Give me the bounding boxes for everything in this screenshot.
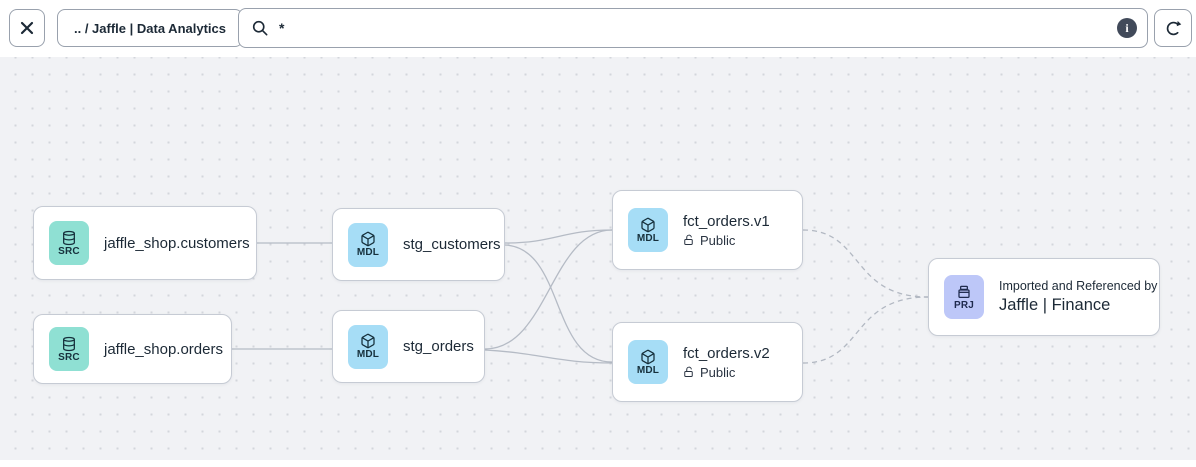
- project-title: Jaffle | Finance: [999, 296, 1111, 314]
- close-icon: [20, 21, 34, 35]
- info-icon[interactable]: i: [1117, 18, 1137, 38]
- search-box[interactable]: i: [238, 8, 1148, 48]
- breadcrumb[interactable]: .. / Jaffle | Data Analytics: [57, 9, 243, 47]
- access-row: Public: [683, 365, 770, 380]
- project-badge: PRJ: [944, 275, 984, 319]
- access-label: Public: [700, 232, 736, 248]
- node-jaffle-finance-project[interactable]: PRJ Imported and Referenced by Jaffle | …: [928, 258, 1160, 336]
- archive-box-icon: [958, 285, 970, 298]
- source-badge: SRC: [49, 327, 89, 371]
- model-badge: MDL: [348, 222, 388, 267]
- lock-open-icon: [684, 234, 693, 245]
- node-fct-orders-v2[interactable]: MDL fct_orders.v2 Public: [612, 322, 803, 402]
- cube-icon: [641, 217, 655, 232]
- badge-label: MDL: [636, 232, 660, 244]
- node-title: fct_orders.v2: [683, 344, 770, 362]
- cube-icon: [641, 349, 655, 364]
- node-stg-orders[interactable]: MDL stg_orders: [332, 310, 485, 383]
- database-icon: [63, 230, 75, 245]
- node-title: stg_customers: [403, 236, 501, 253]
- breadcrumb-label: .. / Jaffle | Data Analytics: [74, 20, 226, 36]
- model-badge: MDL: [348, 324, 388, 369]
- database-icon: [63, 336, 75, 351]
- info-glyph: i: [1125, 20, 1129, 35]
- node-jaffle-shop-orders[interactable]: SRC jaffle_shop.orders: [33, 314, 232, 384]
- close-button[interactable]: [9, 9, 45, 47]
- node-stg-customers[interactable]: MDL stg_customers: [332, 208, 505, 281]
- node-title: stg_orders: [403, 338, 474, 355]
- lock-open-icon: [684, 366, 693, 377]
- model-badge: MDL: [628, 340, 668, 384]
- cube-icon: [361, 333, 375, 349]
- node-title: fct_orders.v1: [683, 212, 770, 230]
- badge-label: MDL: [356, 247, 380, 258]
- search-input[interactable]: [279, 20, 1117, 36]
- model-badge: MDL: [628, 208, 668, 252]
- project-subtitle: Imported and Referenced by: [999, 279, 1158, 293]
- badge-label: MDL: [356, 349, 380, 360]
- refresh-button[interactable]: [1154, 9, 1192, 47]
- source-badge: SRC: [49, 221, 89, 265]
- node-jaffle-shop-customers[interactable]: SRC jaffle_shop.customers: [33, 206, 257, 280]
- access-label: Public: [700, 364, 736, 380]
- toolbar: .. / Jaffle | Data Analytics i: [0, 0, 1196, 57]
- badge-label: SRC: [58, 351, 80, 363]
- node-title: jaffle_shop.customers: [104, 234, 250, 252]
- search-icon: [252, 20, 268, 36]
- node-fct-orders-v1[interactable]: MDL fct_orders.v1 Public: [612, 190, 803, 270]
- cube-icon: [361, 231, 375, 247]
- badge-label: SRC: [58, 245, 80, 257]
- badge-label: PRJ: [953, 299, 975, 311]
- node-title: jaffle_shop.orders: [104, 340, 223, 358]
- refresh-icon: [1166, 20, 1181, 35]
- badge-label: MDL: [636, 364, 660, 376]
- access-row: Public: [683, 233, 770, 248]
